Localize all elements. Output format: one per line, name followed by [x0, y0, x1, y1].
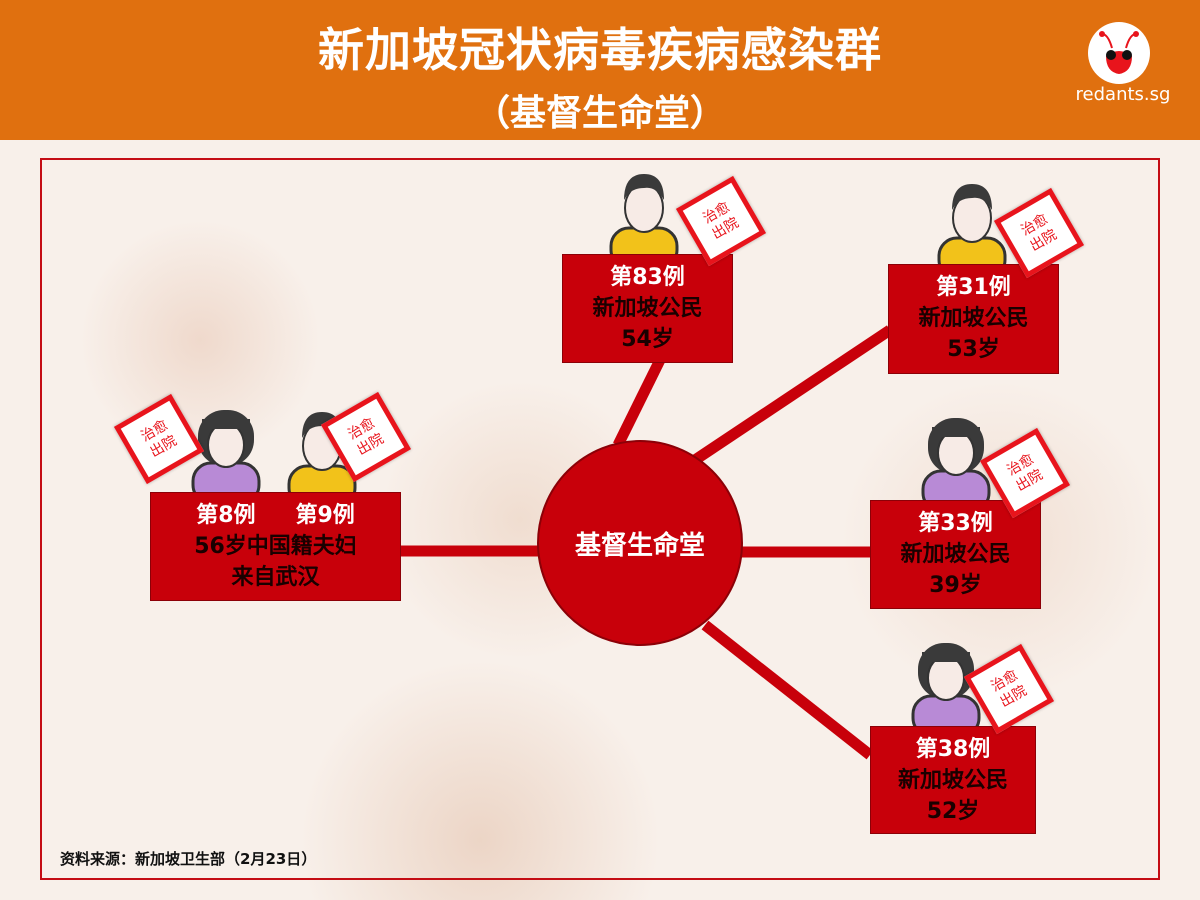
male-person-icon — [609, 174, 679, 260]
case-age: 39岁 — [929, 573, 982, 598]
female-person-icon — [191, 410, 261, 495]
page-subtitle: （基督生命堂） — [473, 93, 726, 134]
case-number: 第9例 — [295, 503, 355, 528]
case-age: 52岁 — [926, 799, 980, 824]
case-nationality: 新加坡公民 — [592, 296, 703, 321]
connector-line — [701, 620, 874, 760]
connector-line — [613, 357, 665, 448]
page-title: 新加坡冠状病毒疾病感染群 — [318, 23, 882, 77]
case-card-38: 第38例 新加坡公民 52岁 — [870, 726, 1036, 834]
case-card-83: 第83例 新加坡公民 54岁 — [562, 254, 733, 363]
source-note: 资料来源：新加坡卫生部（2月23日） — [60, 850, 317, 868]
redants-logo-icon — [1088, 22, 1150, 84]
female-person-icon — [911, 643, 981, 728]
case-nationality: 新加坡公民 — [897, 768, 1008, 793]
diagram-frame — [40, 158, 1160, 880]
case-card-8-9: 第8例 第9例 56岁中国籍夫妇 来自武汉 — [150, 492, 401, 601]
case-card-33: 第33例 新加坡公民 39岁 — [870, 500, 1041, 609]
case-card-31: 第31例 新加坡公民 53岁 — [888, 264, 1059, 374]
case-number: 第38例 — [915, 737, 991, 762]
female-person-icon — [921, 418, 991, 503]
case-nationality: 新加坡公民 — [900, 542, 1011, 567]
case-number: 第83例 — [610, 265, 685, 290]
male-person-icon — [937, 184, 1007, 270]
logo-text: redants.sg — [1075, 84, 1171, 105]
hub-label: 基督生命堂 — [574, 530, 705, 561]
case-age: 53岁 — [947, 337, 1000, 362]
case-number: 第31例 — [936, 275, 1011, 300]
case-number: 第33例 — [918, 511, 993, 536]
case-age: 54岁 — [621, 327, 674, 352]
case-origin: 来自武汉 — [231, 565, 320, 590]
cluster-hub: 基督生命堂 — [537, 440, 743, 646]
connector-line — [691, 325, 894, 465]
case-nationality: 新加坡公民 — [918, 306, 1029, 331]
case-number: 第8例 — [196, 503, 256, 528]
case-description: 56岁中国籍夫妇 — [194, 534, 357, 559]
header: 新加坡冠状病毒疾病感染群 （基督生命堂） redants.sg — [0, 0, 1200, 140]
